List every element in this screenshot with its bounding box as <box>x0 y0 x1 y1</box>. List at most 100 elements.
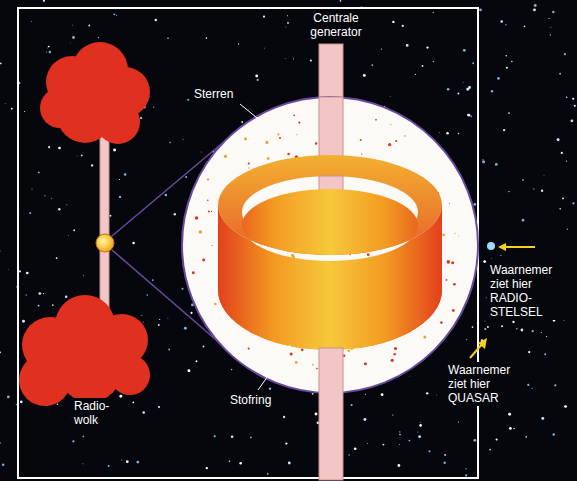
star <box>381 49 382 50</box>
label: Sterren <box>192 86 256 102</box>
star <box>365 394 366 395</box>
star <box>187 99 189 101</box>
star <box>363 418 366 421</box>
star-dot <box>315 142 318 145</box>
star <box>142 411 145 414</box>
star <box>463 49 466 52</box>
star <box>159 319 160 320</box>
star <box>505 24 506 25</box>
star <box>20 401 23 404</box>
star <box>257 79 259 81</box>
star <box>472 62 474 64</box>
star <box>419 424 422 427</box>
star <box>7 268 9 270</box>
star-dot <box>291 254 294 257</box>
star <box>527 384 529 386</box>
jet <box>319 44 343 104</box>
star <box>293 58 294 59</box>
star <box>491 90 493 92</box>
star-dot <box>394 347 397 350</box>
star-dot <box>375 119 377 121</box>
star <box>420 421 422 423</box>
radio-cloud <box>19 295 150 406</box>
star <box>31 21 32 22</box>
star <box>67 234 69 236</box>
star-dot <box>404 135 405 136</box>
star-dot <box>208 211 210 213</box>
star <box>546 336 547 337</box>
star <box>417 431 419 433</box>
star <box>541 417 544 420</box>
star-dot <box>202 259 205 262</box>
star <box>525 436 527 438</box>
star <box>136 461 139 464</box>
star <box>113 148 116 151</box>
star-dot <box>211 211 212 212</box>
star <box>508 413 511 416</box>
star <box>522 219 525 222</box>
star <box>181 288 183 290</box>
star <box>552 11 554 13</box>
star <box>2 463 5 466</box>
star <box>263 15 265 17</box>
star-dot <box>452 309 455 312</box>
star <box>72 440 74 442</box>
star-dot <box>290 353 293 356</box>
star <box>399 431 400 432</box>
star <box>399 434 400 435</box>
star <box>119 196 121 198</box>
star <box>140 117 142 119</box>
star <box>457 92 459 94</box>
star <box>444 462 446 464</box>
star <box>446 132 449 135</box>
star <box>267 473 269 475</box>
star <box>88 25 90 27</box>
star <box>466 339 467 340</box>
star-dot <box>447 260 451 264</box>
star <box>389 96 391 98</box>
star <box>567 229 568 230</box>
star <box>541 332 542 333</box>
star <box>283 416 285 418</box>
star <box>315 413 318 416</box>
star <box>43 0 45 2</box>
star <box>132 242 134 244</box>
star <box>0 442 1 443</box>
star <box>435 394 437 396</box>
star <box>263 47 265 49</box>
star <box>533 188 534 189</box>
star <box>81 154 83 156</box>
star-dot <box>214 303 217 306</box>
star <box>489 449 491 451</box>
star <box>572 202 574 204</box>
star <box>26 294 27 295</box>
star <box>497 77 500 80</box>
star-dot <box>446 279 448 281</box>
star <box>458 133 460 135</box>
star <box>167 317 169 319</box>
star <box>426 392 428 394</box>
star-dot <box>364 362 367 365</box>
star-dot <box>277 133 279 135</box>
star <box>24 111 25 112</box>
star <box>49 51 51 53</box>
star <box>155 19 158 22</box>
star-dot <box>195 216 199 220</box>
arrowhead <box>478 338 487 349</box>
star <box>182 139 184 141</box>
star <box>512 321 514 323</box>
star <box>46 47 48 49</box>
star-dot <box>192 271 195 274</box>
star <box>284 58 286 60</box>
star <box>285 443 287 445</box>
star <box>564 405 567 408</box>
star <box>468 114 471 117</box>
label: Waarnemer ziet hier QUASAR <box>446 362 526 406</box>
star <box>506 67 508 69</box>
star <box>66 204 68 206</box>
star-dot <box>298 122 300 124</box>
star <box>496 438 498 440</box>
star <box>31 188 33 190</box>
small-core <box>96 234 114 252</box>
